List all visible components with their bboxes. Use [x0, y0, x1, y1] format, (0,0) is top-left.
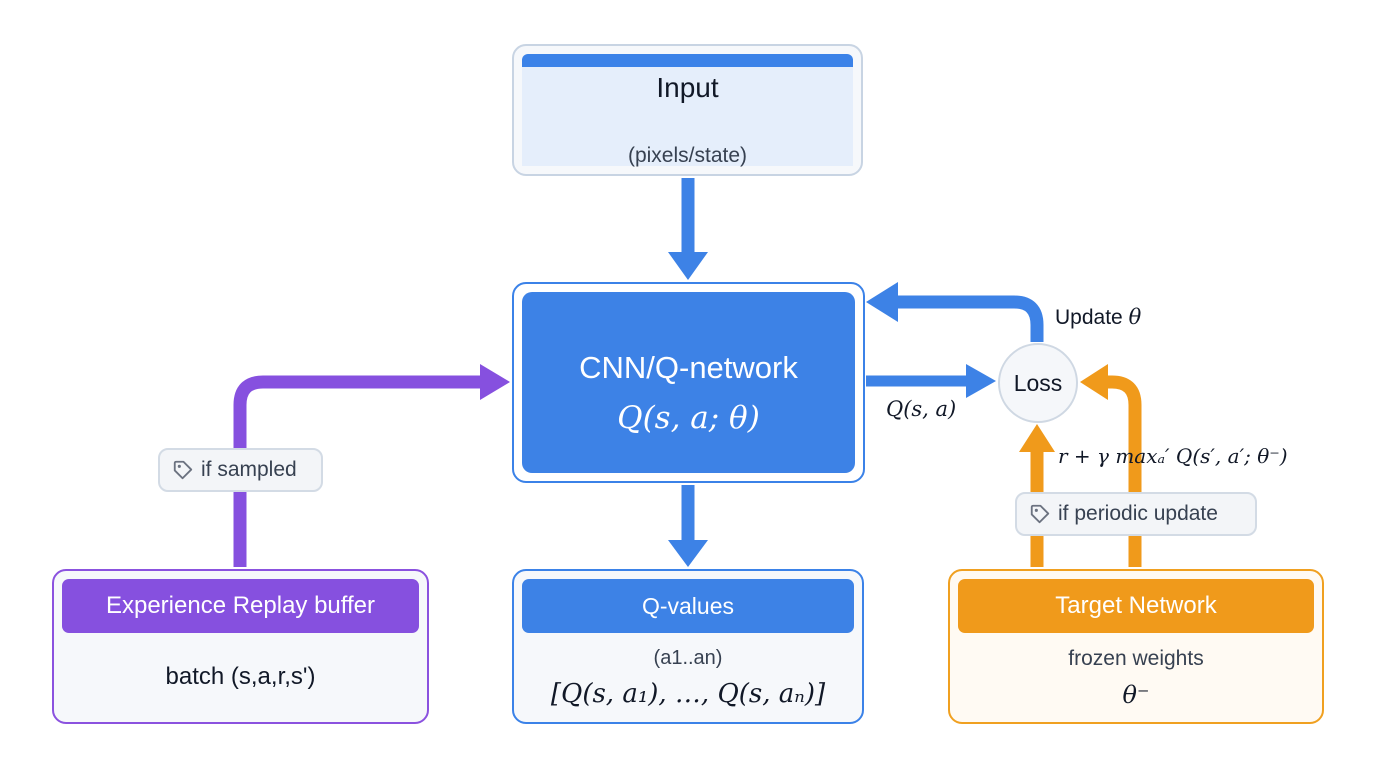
target-network-title: Target Network — [1055, 592, 1217, 619]
if-sampled-label: if sampled — [201, 458, 297, 481]
update-label-theta: θ — [1128, 305, 1142, 329]
input-subtitle: (pixels/state) — [627, 144, 748, 167]
replay-buffer-subtitle: batch (s,a,r,s') — [165, 663, 316, 690]
tag-icon — [173, 460, 193, 480]
q-s-a-label: Q(s, a) — [886, 397, 957, 421]
q-values-formula: [Q(s, a₁), …, Q(s, aₙ)] — [550, 679, 826, 709]
input-node: Input (pixels/state) — [512, 44, 863, 176]
q-values-header: Q-values — [522, 579, 854, 633]
arrow-loss-update-cnn — [893, 295, 1044, 342]
arrowhead-cnn-to-loss — [966, 364, 996, 398]
replay-buffer-header: Experience Replay buffer — [62, 579, 419, 633]
target-network-formula: θ⁻ — [1122, 681, 1150, 709]
loss-label: Loss — [1013, 370, 1063, 396]
target-network-header: Target Network — [958, 579, 1314, 633]
q-values-title: Q-values — [641, 593, 735, 619]
q-values-subtitle: (a1..an) — [653, 647, 723, 669]
if-periodic-update-label: if periodic update — [1058, 502, 1218, 525]
input-title: Input — [656, 72, 719, 103]
loss-node: Loss — [998, 343, 1078, 423]
update-label-text: Update — [1055, 306, 1123, 329]
replay-buffer-node: Experience Replay buffer batch (s,a,r,s'… — [52, 569, 429, 724]
cnn-node: CNN/Q-network Q(s, a; θ) — [512, 282, 865, 483]
cnn-title: CNN/Q-network — [579, 350, 798, 385]
arrow-target-to-loss-curve — [1104, 375, 1142, 567]
target-value-label: r + γ maxₐ′ Q(s′, a′; θ⁻) — [1058, 444, 1288, 468]
cnn-node-fill: CNN/Q-network Q(s, a; θ) — [522, 292, 855, 473]
arrow-replay-to-cnn — [233, 375, 485, 567]
input-accent-strip — [522, 54, 853, 67]
cnn-formula: Q(s, a; θ) — [617, 400, 760, 436]
arrowhead-cnn-to-qvalues — [668, 540, 708, 567]
tag-icon — [1030, 504, 1050, 524]
target-network-node: Target Network frozen weights θ⁻ — [948, 569, 1324, 724]
arrowhead-loss-update-cnn — [866, 282, 898, 322]
target-network-subtitle: frozen weights — [1068, 647, 1204, 670]
if-periodic-update-tag: if periodic update — [1015, 492, 1257, 536]
arrowhead-replay-to-cnn — [480, 364, 510, 400]
input-header — [522, 67, 853, 166]
arrowhead-input-to-cnn — [668, 252, 708, 280]
q-values-node: Q-values (a1..an) [Q(s, a₁), …, Q(s, aₙ)… — [512, 569, 864, 724]
arrowhead-target-to-loss-curve — [1080, 364, 1108, 400]
arrowhead-target-to-loss-vertical — [1019, 424, 1055, 452]
if-sampled-tag: if sampled — [158, 448, 323, 492]
replay-buffer-title: Experience Replay buffer — [105, 592, 376, 619]
update-theta-label: Update θ — [1055, 305, 1141, 330]
